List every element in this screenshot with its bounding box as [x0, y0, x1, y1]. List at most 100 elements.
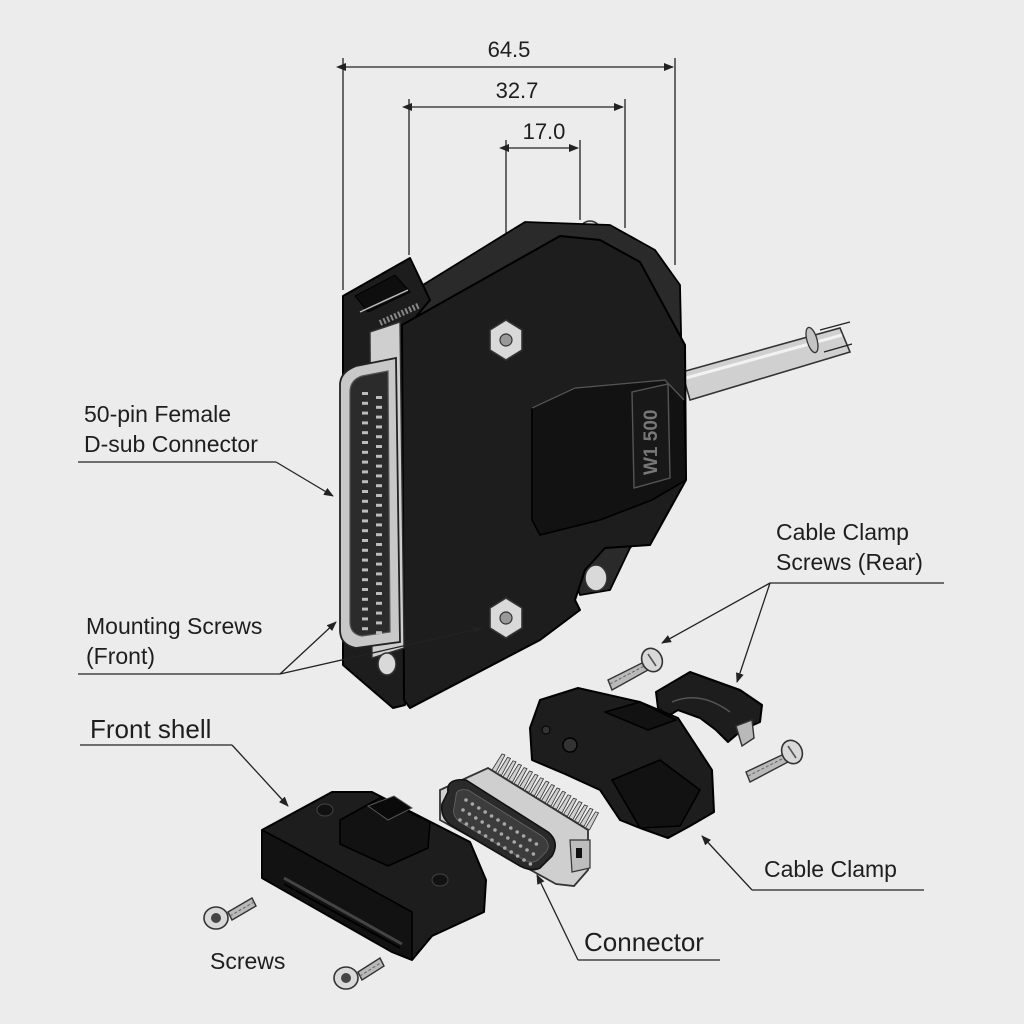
label-screws: Screws — [210, 948, 285, 974]
socket-pin — [362, 627, 368, 631]
label-cable-clamp: Cable Clamp — [764, 856, 897, 882]
socket-pin — [376, 592, 382, 595]
socket-pin — [362, 548, 368, 552]
socket-pin — [509, 826, 513, 830]
socket-pin — [461, 808, 465, 812]
socket-pin — [521, 834, 526, 838]
clamp-screw-right — [745, 739, 804, 783]
socket-pin — [483, 810, 488, 814]
socket-pin — [376, 572, 382, 576]
socket-pin — [362, 578, 368, 582]
socket-pin — [376, 405, 382, 409]
socket-pin — [496, 818, 500, 822]
socket-pin — [528, 862, 533, 866]
cable — [681, 321, 853, 401]
socket-pin — [362, 450, 368, 454]
socket-pin — [376, 601, 382, 605]
socket-pin — [502, 822, 507, 826]
socket-pin — [376, 621, 382, 625]
socket-pin — [376, 562, 382, 566]
socket-pin — [496, 842, 501, 846]
dimension-label-mid: 32.7 — [496, 78, 539, 103]
socket-pin — [376, 494, 382, 497]
socket-pin — [499, 832, 504, 836]
socket-pin — [362, 431, 368, 435]
socket-pin — [362, 470, 368, 474]
socket-pin — [471, 826, 475, 830]
socket-pin — [362, 588, 368, 591]
mounting-nut-bottom — [489, 597, 523, 639]
socket-pin — [477, 830, 482, 834]
socket-pin — [362, 617, 368, 621]
dsub-shell-assembled — [339, 321, 405, 659]
dimension-mid-width: 32.7 — [402, 78, 626, 255]
label-dsub-line2: D-sub Connector — [84, 431, 258, 457]
socket-pin — [509, 850, 513, 854]
socket-pin — [362, 421, 368, 425]
socket-pin — [362, 460, 368, 464]
label-connector: Connector — [584, 927, 704, 957]
label-clamp-screws-line1: Cable Clamp — [776, 519, 909, 545]
assembled-connector: W1 500 — [339, 220, 687, 709]
socket-pin — [515, 854, 520, 858]
label-mounting-screws-line2: (Front) — [86, 643, 155, 669]
socket-pin — [362, 597, 368, 601]
socket-pin — [477, 806, 481, 810]
clamp-screw-left — [607, 647, 664, 691]
socket-pin — [376, 396, 382, 399]
socket-pin — [362, 411, 368, 415]
socket-pin — [362, 490, 368, 493]
exploded-dsub-connector — [439, 753, 600, 887]
socket-pin — [376, 425, 382, 429]
socket-pin — [376, 415, 382, 419]
socket-pin — [362, 519, 368, 523]
socket-pin — [376, 464, 382, 468]
socket-pin — [458, 818, 462, 822]
cable-clamp-rear-shell — [529, 687, 715, 839]
socket-pin — [490, 838, 494, 842]
socket-pin — [362, 401, 368, 405]
housing-marking: W1 500 — [641, 410, 662, 475]
dimension-label-screw: 17.0 — [523, 119, 566, 144]
dimension-label-overall: 64.5 — [488, 37, 531, 62]
socket-pin — [362, 558, 368, 562]
socket-pin — [376, 582, 382, 586]
socket-pin — [362, 529, 368, 533]
socket-pin — [362, 441, 368, 444]
socket-pin — [489, 814, 494, 818]
socket-pin — [376, 454, 382, 458]
socket-pin — [376, 552, 382, 556]
socket-pin — [362, 392, 368, 395]
socket-pin — [483, 834, 488, 838]
socket-pin — [506, 836, 510, 840]
socket-pin — [376, 513, 382, 517]
socket-pin — [376, 445, 382, 448]
socket-pin — [525, 848, 529, 852]
label-mounting-screws-line1: Mounting Screws — [86, 613, 262, 639]
socket-pin — [480, 820, 485, 824]
socket-pin — [515, 830, 519, 834]
socket-pin — [474, 816, 478, 820]
label-front-shell: Front shell — [90, 714, 211, 744]
dimension-overall-width: 64.5 — [336, 37, 676, 290]
socket-pin — [376, 474, 382, 478]
socket-pin — [493, 828, 497, 832]
socket-pin — [376, 543, 382, 546]
front-shell — [261, 791, 487, 961]
socket-pin — [518, 844, 523, 848]
socket-pin — [376, 435, 382, 439]
socket-pin — [362, 509, 368, 513]
socket-pin — [528, 838, 532, 842]
socket-pin — [503, 846, 507, 850]
socket-pin — [534, 842, 539, 846]
socket-pin — [362, 539, 368, 542]
socket-pin — [362, 480, 368, 484]
label-clamp-screws-line2: Screws (Rear) — [776, 549, 923, 575]
screw-lower — [333, 956, 385, 990]
socket-pin — [486, 824, 491, 828]
socket-pin — [512, 840, 516, 844]
socket-pin — [522, 858, 526, 862]
socket-pin — [376, 611, 382, 615]
